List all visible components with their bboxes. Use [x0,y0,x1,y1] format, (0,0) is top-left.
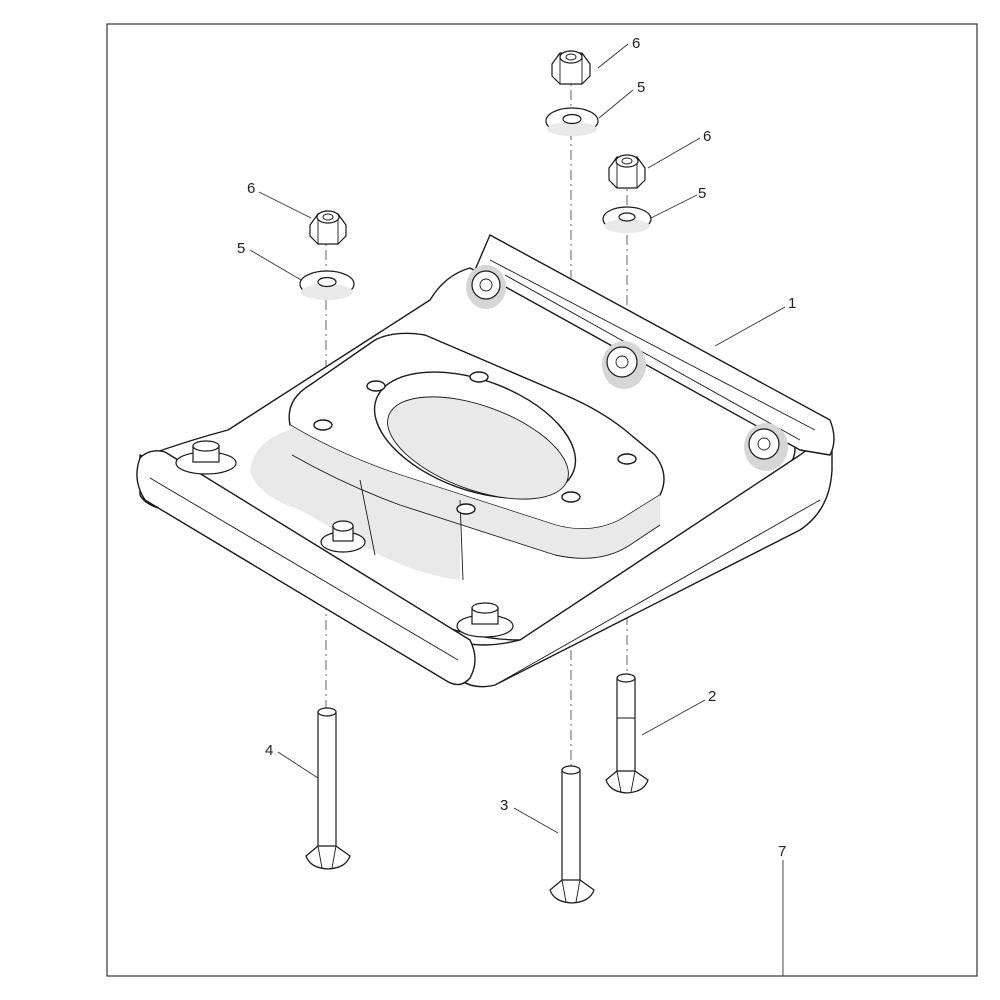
callout-washer-middle: 5 [637,79,645,96]
callout-assembly: 7 [778,843,786,860]
nut-middle [551,50,591,85]
callout-nut-left: 6 [247,180,255,197]
callout-bolt-left: 4 [265,742,273,759]
nut-left [309,210,347,245]
washer-right [602,206,652,233]
callout-bolt-right: 2 [708,688,716,705]
callout-washer-left: 5 [237,240,245,257]
bolt-middle [549,765,595,904]
installed-nuts [175,265,788,638]
leader-lines [249,43,786,976]
washer-left [299,270,355,300]
callout-washer-right: 5 [698,185,706,202]
callout-nut-right: 6 [703,128,711,145]
bolt-right [605,673,649,794]
bolt-left [305,707,351,870]
washer-middle [545,107,599,136]
callout-bolt-middle: 3 [500,797,508,814]
callout-nut-middle: 6 [632,35,640,52]
callout-plate: 1 [788,295,796,312]
nut-right [608,154,646,189]
drawing-frame [106,23,978,977]
mounting-plate [136,234,835,688]
